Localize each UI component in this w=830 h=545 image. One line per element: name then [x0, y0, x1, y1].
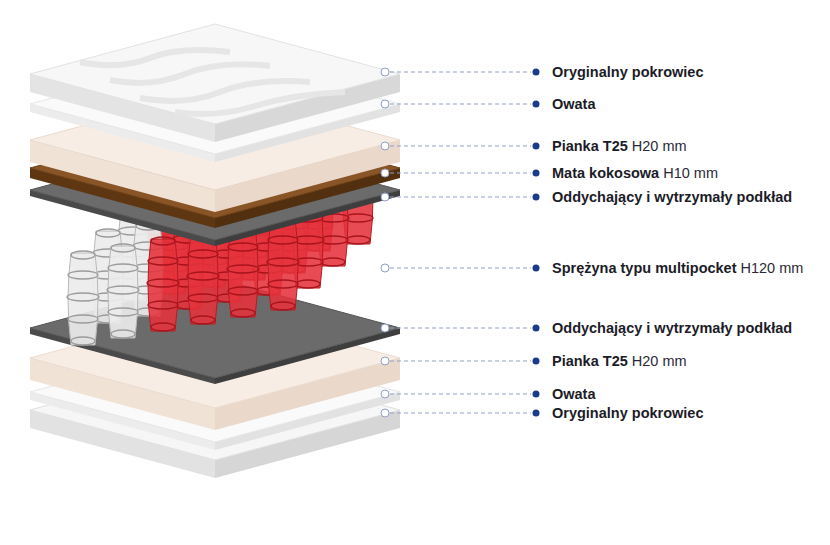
- leader-start-circles: [381, 68, 389, 417]
- layer-label: Oryginalny pokrowiec: [552, 404, 704, 422]
- layer-label: Pianka T25H20 mm: [552, 137, 687, 155]
- part-name: Pianka T25: [552, 138, 628, 154]
- leader-end-dots: [533, 69, 540, 417]
- dimension: H20 mm: [632, 353, 687, 369]
- layer-label: Oryginalny pokrowiec: [552, 63, 704, 81]
- part-name: Oddychający i wytrzymały podkład: [552, 320, 792, 336]
- dimension: H10 mm: [663, 165, 718, 181]
- layer-label: Oddychający i wytrzymały podkład: [552, 319, 792, 337]
- layer-label: Pianka T25H20 mm: [552, 352, 687, 370]
- part-name: Sprężyna typu multipocket: [552, 260, 737, 276]
- leader-lines: [390, 72, 531, 413]
- layer-label: Oddychający i wytrzymały podkład: [552, 188, 792, 206]
- layer-label: Owata: [552, 95, 596, 113]
- part-name: Oddychający i wytrzymały podkład: [552, 189, 792, 205]
- dimension: H120 mm: [741, 260, 804, 276]
- dimension: H20 mm: [632, 138, 687, 154]
- part-name: Oryginalny pokrowiec: [552, 64, 704, 80]
- part-name: Mata kokosowa: [552, 165, 659, 181]
- part-name: Owata: [552, 96, 596, 112]
- layer-label: Owata: [552, 385, 596, 403]
- part-name: Owata: [552, 386, 596, 402]
- part-name: Pianka T25: [552, 353, 628, 369]
- layer-label: Sprężyna typu multipocketH120 mm: [552, 259, 803, 277]
- part-name: Oryginalny pokrowiec: [552, 405, 704, 421]
- layer-label: Mata kokosowaH10 mm: [552, 164, 718, 182]
- top-cover: [30, 24, 400, 142]
